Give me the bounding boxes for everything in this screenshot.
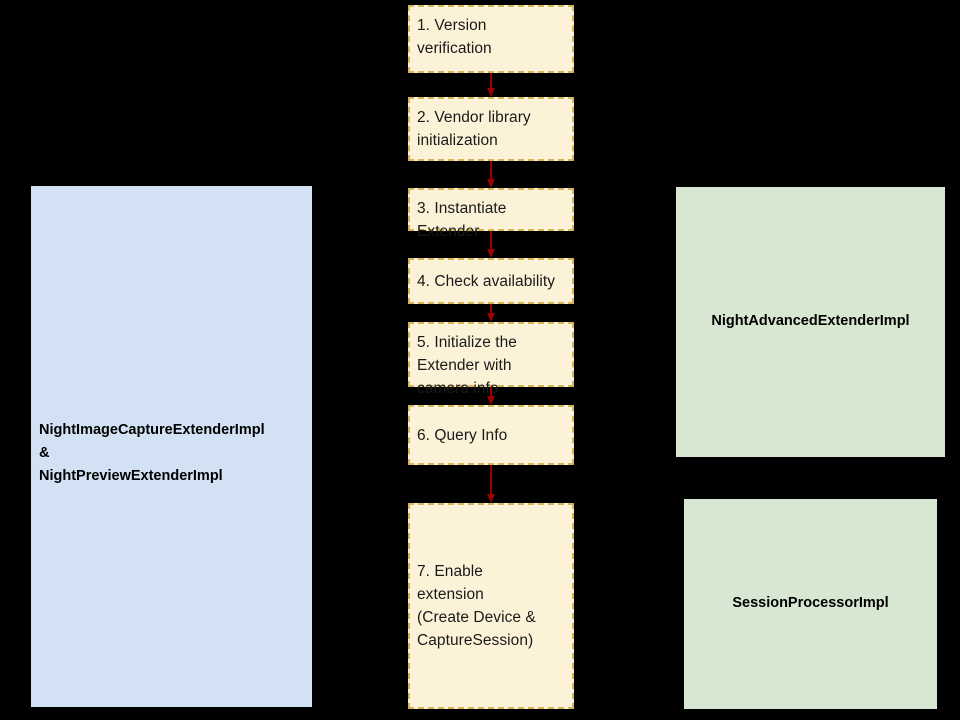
- arrow-step2-to-step3: [483, 161, 499, 189]
- flow-step-6-query-info[interactable]: 6. Query Info: [408, 405, 574, 465]
- flow-step-4-check-availability[interactable]: 4. Check availability: [408, 258, 574, 304]
- flow-step-5-initialize-extender[interactable]: 5. Initialize the Extender with camera i…: [408, 322, 574, 397]
- group-box-advanced-extender-label: NightAdvancedExtenderImpl: [711, 313, 910, 330]
- flow-step-3-instantiate-extender[interactable]: 3. Instantiate Extender: [408, 188, 574, 240]
- arrow-step1-to-step2: [483, 73, 499, 98]
- flow-step-3-label: 3. Instantiate Extender: [417, 200, 507, 240]
- flow-step-4-label: 4. Check availability: [417, 272, 556, 290]
- group-box-session-processor[interactable]: SessionProcessorImpl: [684, 499, 937, 709]
- flow-step-2-label: 2. Vendor library initialization: [417, 109, 531, 149]
- flow-step-7-enable-extension[interactable]: 7. Enable extension (Create Device & Cap…: [408, 503, 574, 709]
- flow-step-7-label: 7. Enable extension (Create Device & Cap…: [417, 563, 536, 649]
- flow-step-2-vendor-library-initialization[interactable]: 2. Vendor library initialization: [408, 97, 574, 161]
- flow-step-1-version-verification[interactable]: 1. Version verification: [408, 5, 574, 73]
- arrow-step4-to-step5: [483, 304, 499, 323]
- group-box-basic-extender-label: NightImageCaptureExtenderImpl & NightPre…: [39, 422, 265, 485]
- arrow-step6-to-step7: [483, 465, 499, 504]
- flow-step-5-label: 5. Initialize the Extender with camera i…: [417, 334, 517, 397]
- group-box-session-processor-label: SessionProcessorImpl: [732, 595, 889, 612]
- flow-step-6-label: 6. Query Info: [417, 426, 508, 444]
- group-box-basic-extender[interactable]: NightImageCaptureExtenderImpl & NightPre…: [31, 186, 312, 707]
- flow-step-1-label: 1. Version verification: [417, 17, 492, 57]
- group-box-advanced-extender[interactable]: NightAdvancedExtenderImpl: [676, 187, 945, 457]
